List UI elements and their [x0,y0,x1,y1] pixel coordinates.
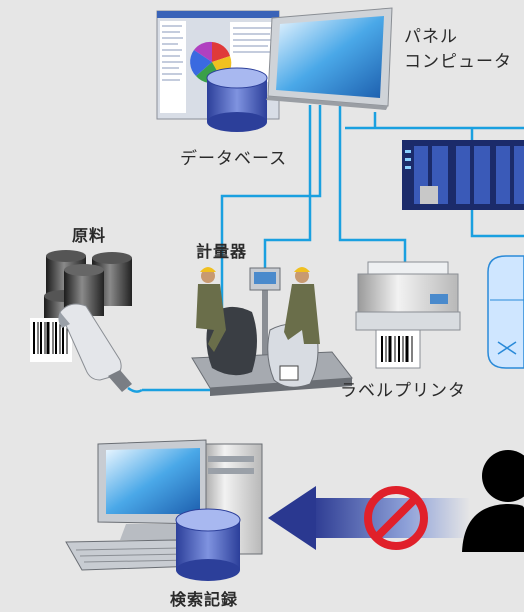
record-database-icon [175,508,241,581]
pie-chart-graphic [190,41,232,84]
plc-rack-icon [402,140,524,210]
weighing-scale-workers-icon [191,267,353,396]
label-printer-label: ラベルプリンタ [340,381,466,401]
flow-arrow-icon [268,486,470,550]
database-label: データベース [180,149,288,169]
raw-material-label: 原料 [72,226,107,245]
inspection-record-label: 検索記録 [170,590,239,609]
connection-lines [142,105,524,392]
barcode-scanner-icon [58,303,143,393]
database-cylinder-icon [206,67,268,132]
tank-icon [487,255,524,369]
panel-computer-label: パネル コンピュータ [404,22,512,72]
scale-label: 計量器 [196,242,248,261]
prohibited-icon [364,486,428,550]
panel-computer-label-line1: パネル [404,27,458,47]
panel-computer-icon [266,7,393,110]
label-printer-icon [355,261,461,369]
person-silhouette-icon [462,450,524,552]
panel-computer-label-line2: コンピュータ [404,52,512,72]
